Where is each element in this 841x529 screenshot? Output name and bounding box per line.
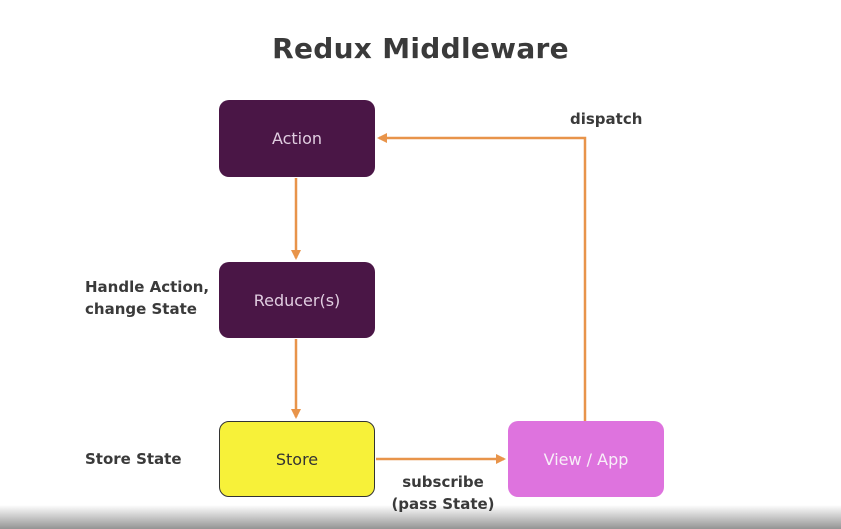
- view-app-box: View / App: [508, 421, 664, 497]
- reducer-box: Reducer(s): [219, 262, 375, 338]
- handle-action-line1: Handle Action,: [85, 278, 210, 296]
- handle-action-line2: change State: [85, 300, 197, 318]
- bottom-shadow: [0, 505, 841, 529]
- subscribe-line1: subscribe: [402, 473, 484, 491]
- diagram-title: Redux Middleware: [272, 32, 569, 65]
- store-box: Store: [219, 421, 375, 497]
- arrow-view-to-action: [377, 133, 587, 421]
- dispatch-label: dispatch: [570, 110, 643, 128]
- action-box: Action: [219, 100, 375, 177]
- handle-action-label: Handle Action, change State: [85, 276, 209, 320]
- store-state-label: Store State: [85, 450, 182, 468]
